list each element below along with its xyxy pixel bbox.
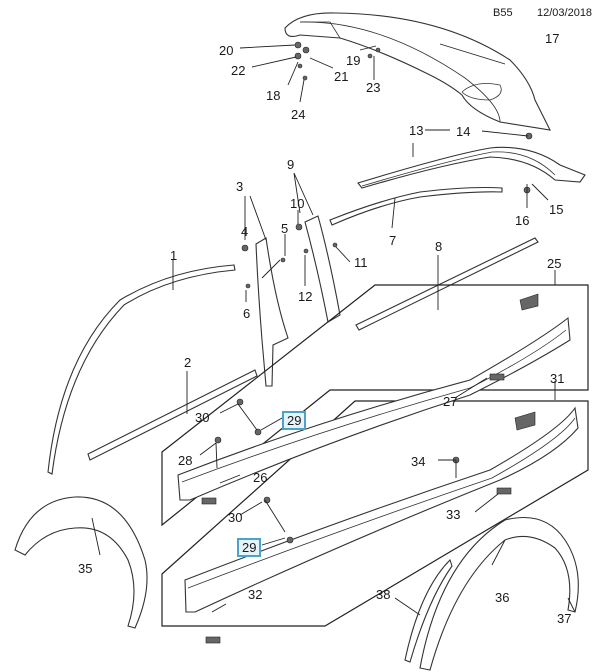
callout-10[interactable]: 10 [290, 196, 305, 211]
callout-24[interactable]: 24 [291, 107, 306, 122]
callout-19[interactable]: 19 [346, 53, 361, 68]
callout-36[interactable]: 36 [495, 590, 510, 605]
callout-30-upper[interactable]: 30 [195, 410, 210, 425]
callout-27[interactable]: 27 [443, 394, 458, 409]
part-31-rocker [184, 406, 579, 613]
callout-33[interactable]: 33 [446, 507, 461, 522]
callout-29-lower[interactable]: 29 [237, 538, 262, 557]
part-2-molding [87, 369, 258, 461]
callout-35[interactable]: 35 [78, 561, 93, 576]
callout-3[interactable]: 3 [236, 179, 244, 194]
callout-13[interactable]: 13 [409, 123, 424, 138]
part-3-pillar [255, 237, 289, 387]
part-13-roof-trim [357, 146, 586, 189]
callout-4[interactable]: 4 [241, 224, 249, 239]
part-1-molding [47, 264, 236, 475]
part-38-trim [404, 558, 453, 663]
callout-21[interactable]: 21 [334, 69, 349, 84]
callout-12[interactable]: 12 [298, 289, 313, 304]
callout-26[interactable]: 26 [253, 470, 268, 485]
callout-37[interactable]: 37 [557, 611, 572, 626]
part-8-belt-molding [355, 237, 539, 331]
callout-34[interactable]: 34 [411, 454, 426, 469]
callout-31[interactable]: 31 [550, 371, 565, 386]
diagram-date: 12/03/2018 [537, 7, 593, 19]
callout-29-upper[interactable]: 29 [282, 411, 307, 430]
group-box-31 [161, 400, 589, 627]
callout-25[interactable]: 25 [547, 256, 562, 271]
callout-16[interactable]: 16 [515, 213, 530, 228]
callout-15[interactable]: 15 [549, 202, 564, 217]
callout-17[interactable]: 17 [545, 31, 560, 46]
callout-2[interactable]: 2 [184, 355, 192, 370]
callout-18[interactable]: 18 [266, 88, 281, 103]
fasteners [201, 41, 533, 644]
part-17-spoiler [284, 12, 551, 131]
callout-14[interactable]: 14 [456, 124, 471, 139]
callout-1[interactable]: 1 [170, 248, 178, 263]
callout-32[interactable]: 32 [248, 587, 263, 602]
callout-8[interactable]: 8 [435, 239, 443, 254]
callout-6[interactable]: 6 [243, 306, 251, 321]
callout-9[interactable]: 9 [287, 157, 295, 172]
callout-30-lower[interactable]: 30 [228, 510, 243, 525]
callout-22[interactable]: 22 [231, 63, 246, 78]
callout-5[interactable]: 5 [281, 221, 289, 236]
part-9-pillar [304, 215, 341, 323]
callout-11[interactable]: 11 [354, 255, 368, 270]
part-35-arch [14, 496, 148, 629]
part-25-rocker [177, 293, 571, 501]
leader-lines [91, 43, 576, 616]
callout-23[interactable]: 23 [366, 80, 381, 95]
part-7-molding [329, 186, 503, 226]
callout-28[interactable]: 28 [178, 453, 193, 468]
diagram-code: B55 [493, 7, 513, 19]
callout-20[interactable]: 20 [219, 43, 234, 58]
callout-38[interactable]: 38 [376, 587, 391, 602]
callout-7[interactable]: 7 [389, 233, 397, 248]
